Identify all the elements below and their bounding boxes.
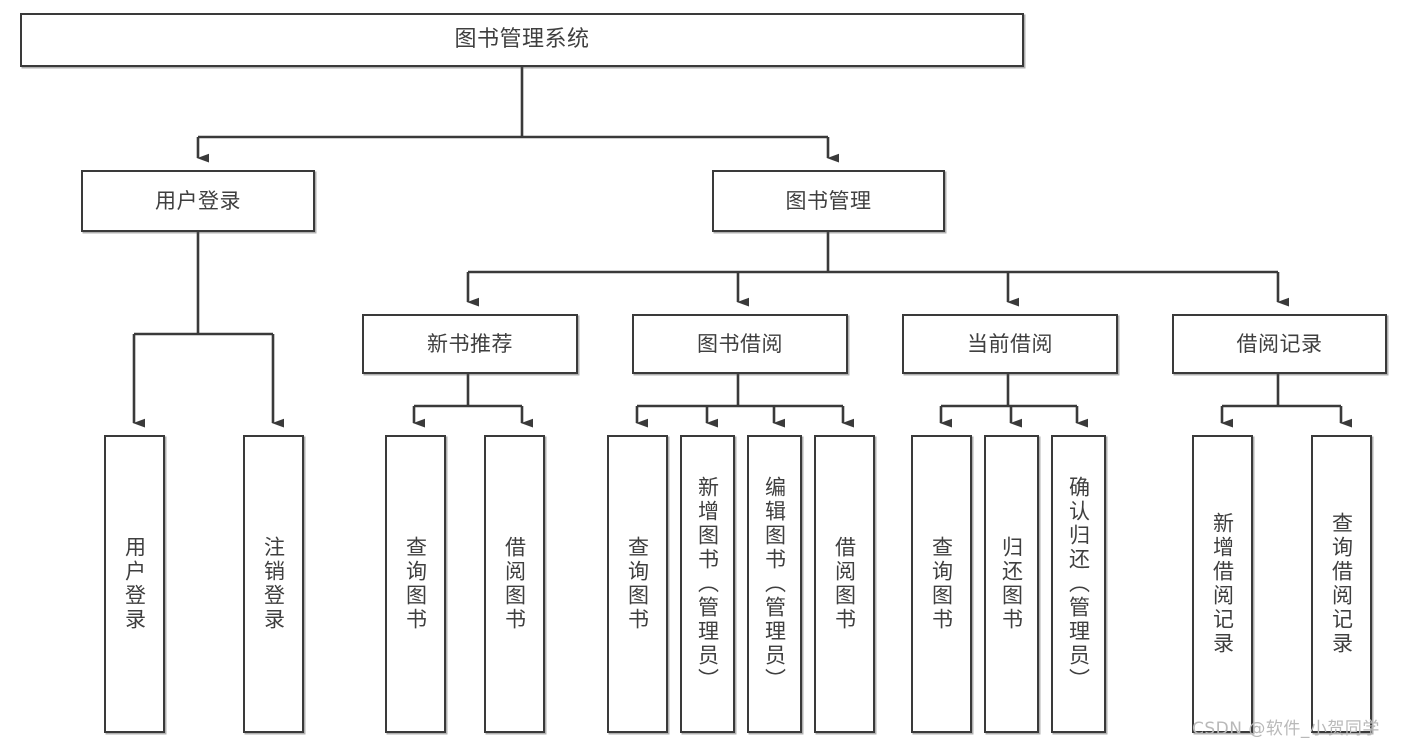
node-level3-label: 当前借阅 (967, 331, 1053, 356)
node-leaf-label: 借阅图书 (832, 536, 857, 632)
node-leaf-编辑图书管理员[interactable]: 编辑图书（管理员） (747, 435, 802, 733)
node-level3-图书借阅[interactable]: 图书借阅 (632, 314, 848, 374)
node-leaf-查询图书[interactable]: 查询图书 (607, 435, 668, 733)
node-leaf-新增图书管理员[interactable]: 新增图书（管理员） (680, 435, 735, 733)
node-leaf-label: 新增借阅记录 (1210, 512, 1235, 656)
node-leaf-归还图书[interactable]: 归还图书 (984, 435, 1039, 733)
node-leaf-label: 查询图书 (403, 536, 428, 632)
node-leaf-借阅图书[interactable]: 借阅图书 (484, 435, 545, 733)
node-leaf-用户登录[interactable]: 用户登录 (104, 435, 165, 733)
node-level3-新书推荐[interactable]: 新书推荐 (362, 314, 578, 374)
node-leaf-新增借阅记录[interactable]: 新增借阅记录 (1192, 435, 1253, 733)
node-leaf-label: 新增图书（管理员） (695, 476, 720, 692)
node-level2-用户登录[interactable]: 用户登录 (81, 170, 315, 232)
node-leaf-label: 查询图书 (625, 536, 650, 632)
node-leaf-查询借阅记录[interactable]: 查询借阅记录 (1311, 435, 1372, 733)
watermark: CSDN @软件_小贺同学 (1192, 719, 1380, 739)
node-root[interactable]: 图书管理系统 (20, 13, 1024, 67)
node-leaf-label: 查询借阅记录 (1329, 512, 1354, 656)
node-leaf-label: 确认归还（管理员） (1066, 476, 1091, 692)
node-leaf-查询图书[interactable]: 查询图书 (911, 435, 972, 733)
node-leaf-label: 注销登录 (261, 536, 286, 632)
node-level3-当前借阅[interactable]: 当前借阅 (902, 314, 1118, 374)
node-leaf-注销登录[interactable]: 注销登录 (243, 435, 304, 733)
node-leaf-label: 用户登录 (122, 536, 147, 632)
node-leaf-确认归还管理员[interactable]: 确认归还（管理员） (1051, 435, 1106, 733)
node-level3-借阅记录[interactable]: 借阅记录 (1172, 314, 1387, 374)
node-level2-图书管理[interactable]: 图书管理 (712, 170, 945, 232)
node-leaf-label: 查询图书 (929, 536, 954, 632)
node-root-label: 图书管理系统 (454, 27, 590, 53)
node-level2-label: 用户登录 (155, 188, 241, 213)
node-leaf-label: 借阅图书 (502, 536, 527, 632)
node-level3-label: 图书借阅 (697, 331, 783, 356)
node-leaf-label: 归还图书 (999, 536, 1024, 632)
node-level2-label: 图书管理 (785, 188, 872, 213)
node-leaf-label: 编辑图书（管理员） (762, 476, 787, 692)
node-level3-label: 借阅记录 (1236, 331, 1323, 356)
node-leaf-借阅图书[interactable]: 借阅图书 (814, 435, 875, 733)
node-level3-label: 新书推荐 (427, 331, 513, 356)
node-leaf-查询图书[interactable]: 查询图书 (385, 435, 446, 733)
